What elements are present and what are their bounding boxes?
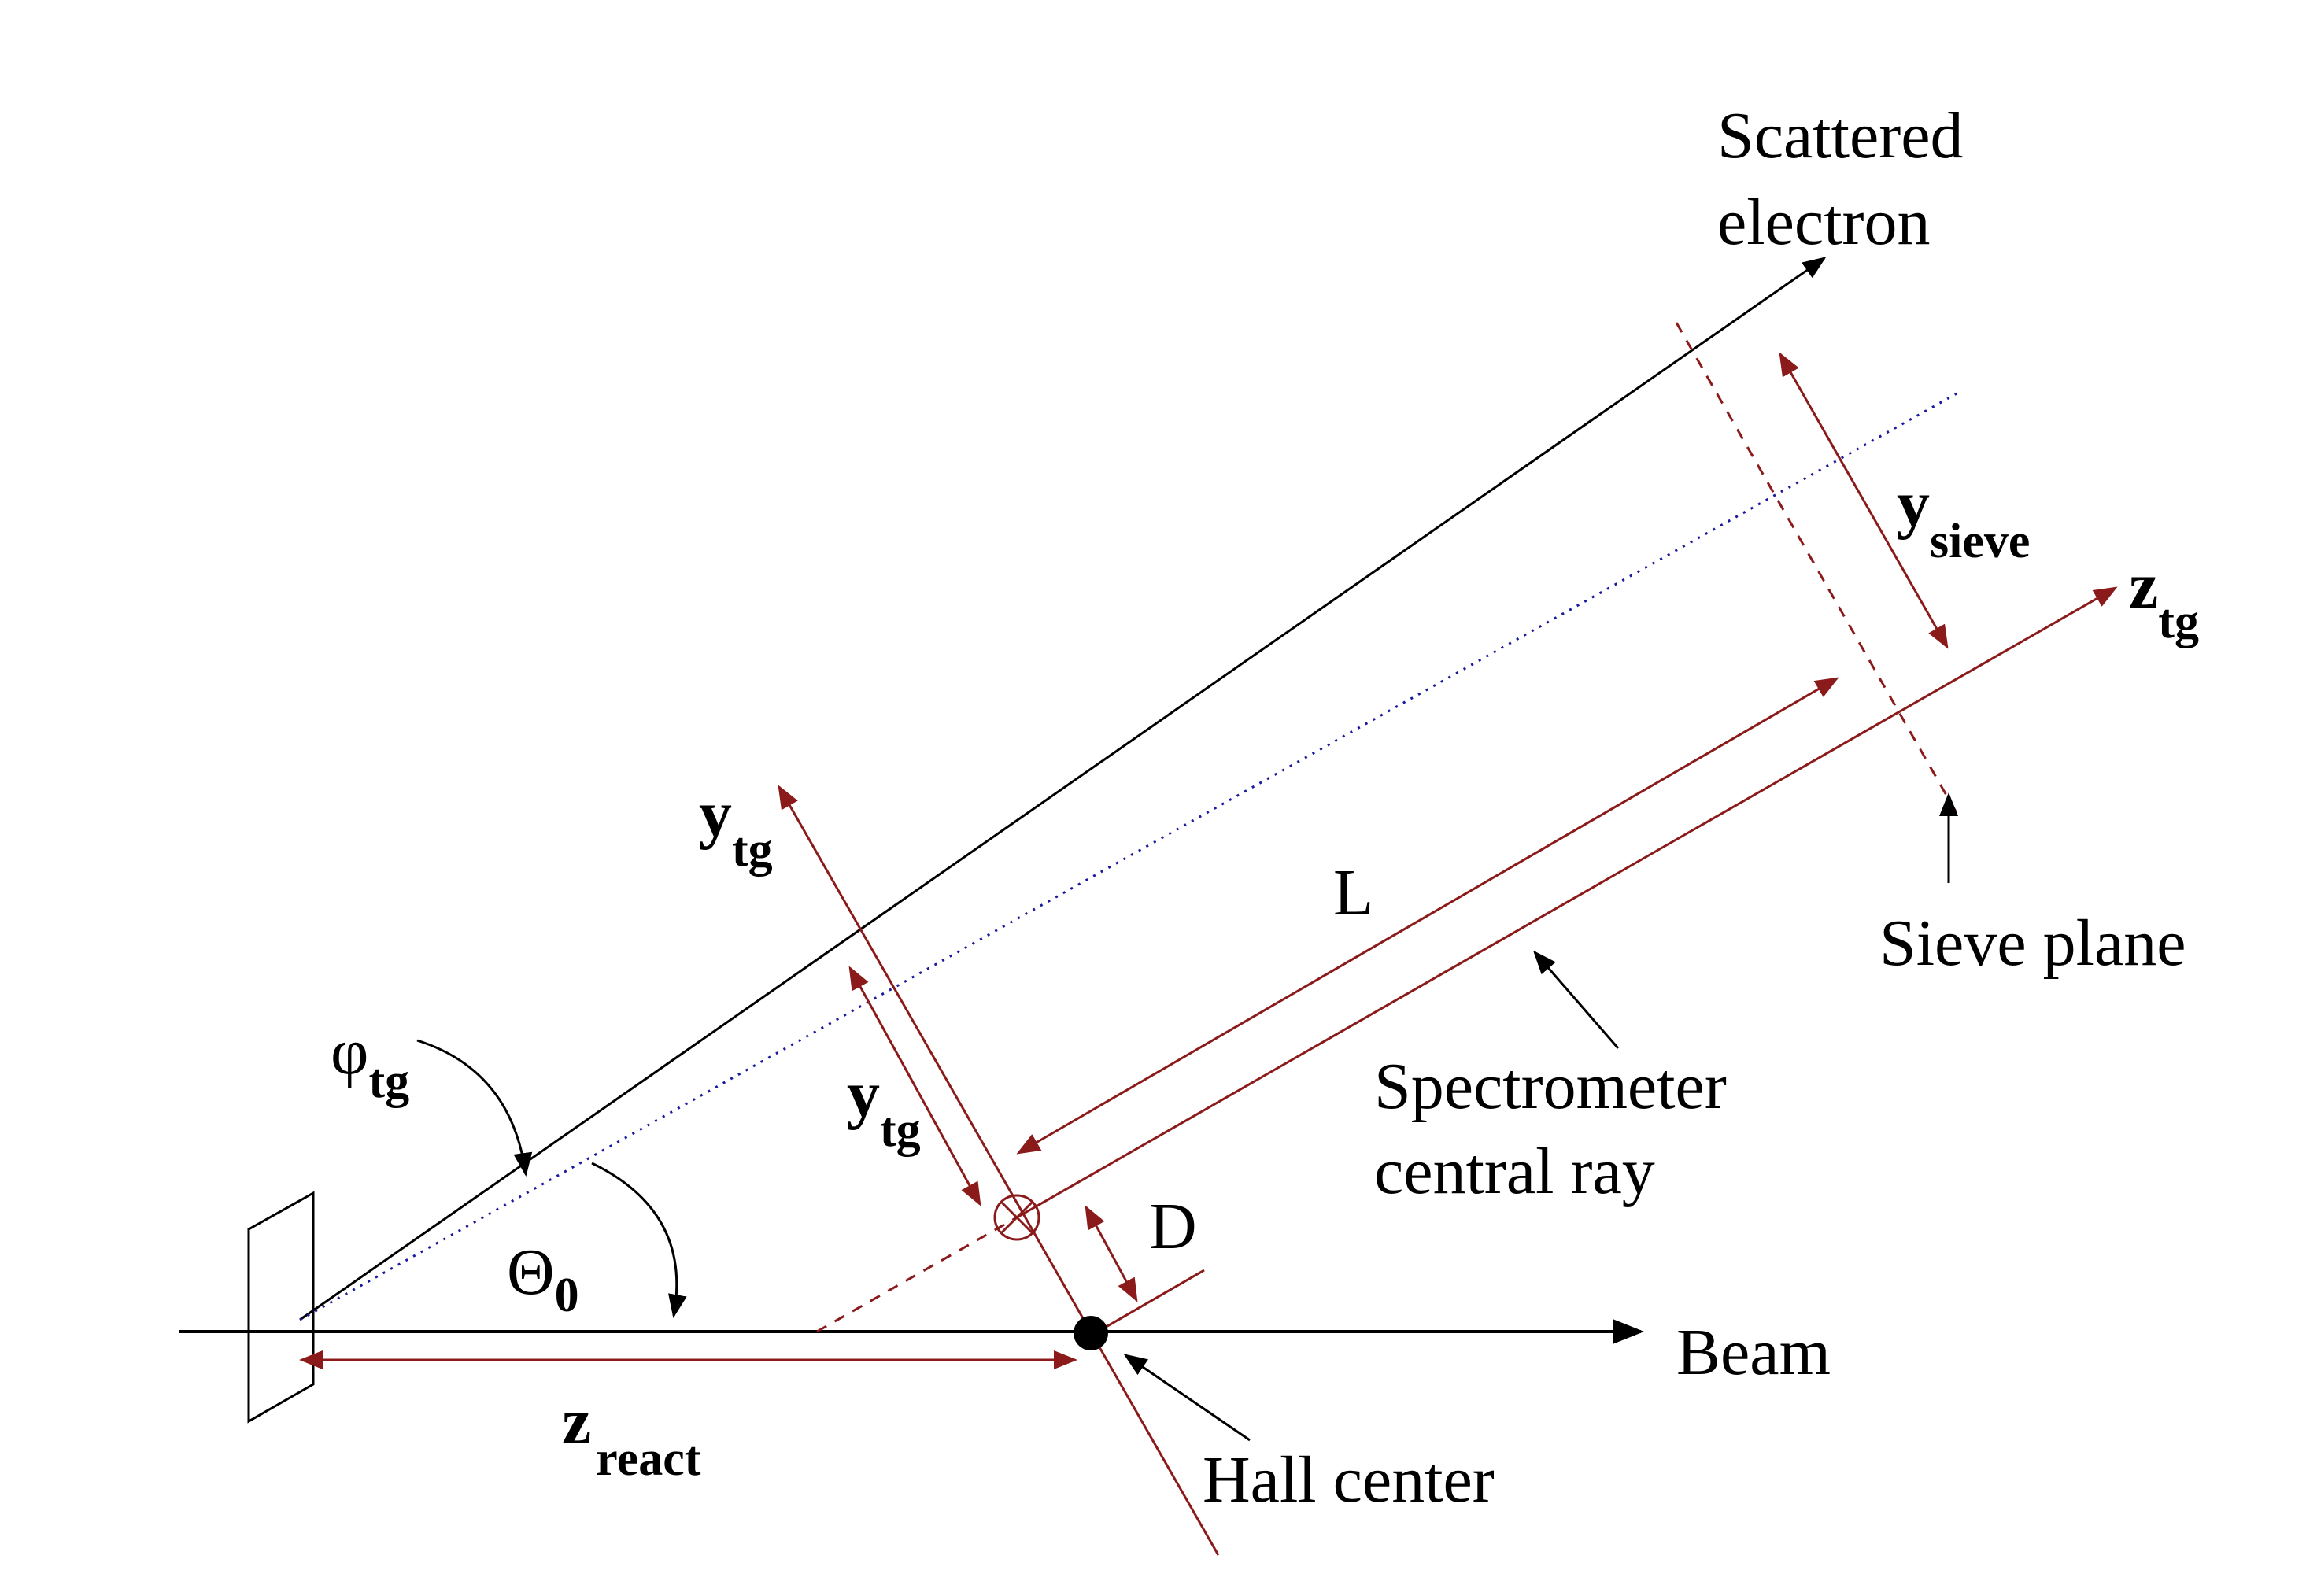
- d-label: D: [1149, 1190, 1197, 1263]
- beam-label: Beam: [1676, 1316, 1831, 1389]
- z-tg-label: ztg: [2129, 549, 2199, 648]
- y-tg-dimension: [848, 966, 981, 1206]
- central-ray-pointer: [1533, 950, 1620, 1049]
- phi-tg-angle-arrow: [416, 1039, 533, 1177]
- l-dimension: [1016, 677, 1839, 1155]
- scattered-electron-label: Scattered: [1717, 99, 1964, 172]
- spectrometer-label: Spectrometer: [1374, 1050, 1727, 1123]
- y-tg-axis-label: ytg: [699, 778, 773, 877]
- sieve-plane-label: Sieve plane: [1879, 907, 2186, 980]
- theta0-angle-arrow: [591, 1162, 687, 1318]
- central-ray-extension: [816, 1216, 1018, 1333]
- y-sieve-label: ysieve: [1897, 467, 2030, 568]
- y-tg-distance-label: ytg: [847, 1058, 921, 1157]
- target-origin-marker: [993, 1194, 1040, 1241]
- y-sieve-dimension: [1779, 352, 1949, 649]
- z-tg-axis: [1016, 586, 2118, 1219]
- hall-center-pointer: [1123, 1354, 1251, 1442]
- hall-center-dot: [1074, 1316, 1108, 1350]
- dotted-reference-ray: [299, 390, 1960, 1321]
- target-foil: [247, 1191, 315, 1424]
- sieve-plane-line: [1675, 322, 1961, 819]
- l-label: L: [1333, 856, 1373, 929]
- hall-center-label: Hall center: [1203, 1443, 1495, 1517]
- scattered-electron-label-2: electron: [1717, 186, 1931, 259]
- theta0-label: Θ0: [507, 1236, 579, 1322]
- d-dimension: [1085, 1205, 1138, 1302]
- phi-tg-label: φtg: [331, 1015, 409, 1108]
- z-react-label: zreact: [562, 1385, 701, 1486]
- spectrometer-label-2: central ray: [1374, 1135, 1655, 1208]
- d-offset-tick: [1097, 1269, 1205, 1333]
- y-tg-axis: [778, 785, 1220, 1556]
